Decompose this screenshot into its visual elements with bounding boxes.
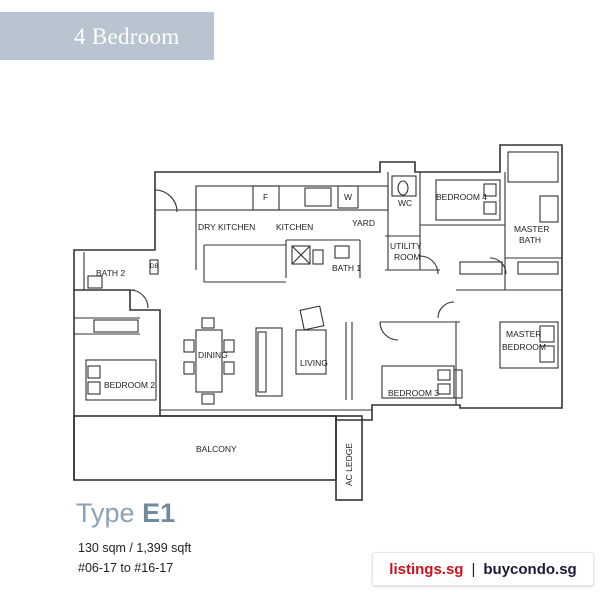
unit-type-code: E1 [142,498,176,528]
label-master-bedroom-2: BEDROOM [502,342,546,352]
outer-wall [73,144,563,480]
label-bath-2: BATH 2 [96,268,125,278]
label-washer: W [344,192,352,202]
label-yard: YARD [352,218,375,228]
label-ac-ledge: AC LEDGE [344,443,354,486]
brand-buycondo[interactable]: buycondo.sg [483,560,577,578]
label-kitchen: KITCHEN [276,222,313,232]
label-bedroom-4: BEDROOM 4 [436,192,487,202]
ac-ledge-outline [335,415,363,501]
label-utility-2: ROOM [394,252,420,262]
label-bath-1: BATH 1 [332,263,361,273]
label-master-bath-2: BATH [519,235,541,245]
header-banner: 4 Bedroom [0,12,214,60]
label-db: DB [150,264,158,270]
label-dining: DINING [198,350,228,360]
label-living: LIVING [300,358,328,368]
label-bedroom-2: BEDROOM 2 [104,380,155,390]
brand-separator: | [471,560,476,578]
unit-type-label: Type E1 [76,498,175,529]
label-bedroom-3: BEDROOM 3 [388,388,439,398]
label-fridge: F [263,192,268,202]
label-wc: WC [398,198,412,208]
brand-listings[interactable]: listings.sg [389,560,464,578]
page-title: 4 Bedroom [74,24,180,49]
unit-type-prefix: Type [76,498,135,528]
label-utility-1: UTILITY [390,241,422,251]
label-master-bath-1: MASTER [514,224,549,234]
unit-stack-range: #06-17 to #16-17 [78,561,174,575]
label-balcony: BALCONY [196,444,237,454]
label-master-bedroom-1: MASTER [506,329,541,339]
label-dry-kitchen: DRY KITCHEN [198,222,255,232]
unit-area: 130 sqm / 1,399 sqft [78,541,192,555]
brand-badge: listings.sg | buycondo.sg [372,552,594,586]
